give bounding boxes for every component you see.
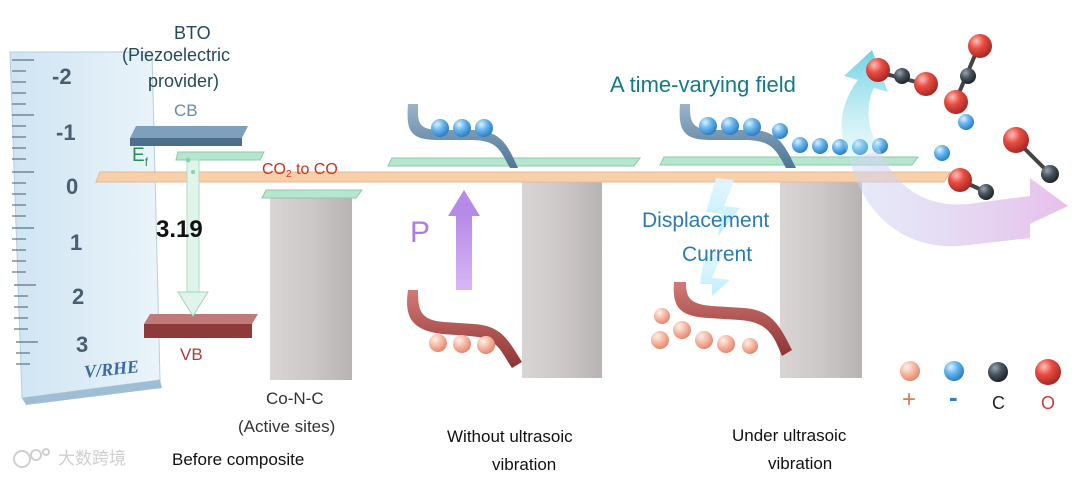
caption-before-composite: Before composite <box>172 450 305 469</box>
bto-title: BTO <box>174 23 211 43</box>
active-sites-label: (Active sites) <box>238 417 336 436</box>
displacement-current-label: Displacement <box>642 209 770 232</box>
legend-carbon-label: C <box>992 393 1005 413</box>
potential-scale-ruler <box>9 51 162 405</box>
legend-oxygen-label: O <box>1041 393 1056 413</box>
caption-without-vibration-line2: vibration <box>492 455 557 474</box>
reaction-co2: CO <box>262 161 286 178</box>
polarization-label: P <box>410 216 431 249</box>
without-vibration-holes <box>429 334 495 354</box>
watermark-logo-icon <box>13 448 50 468</box>
reaction-label: CO2 to CO <box>262 162 338 180</box>
scale-tick-label: 3 <box>76 332 89 357</box>
caption-under-vibration: Under ultrasoic <box>732 426 847 445</box>
bto-conduction-band <box>130 126 248 146</box>
legend-icons <box>900 359 1061 385</box>
scale-tick-label: 0 <box>66 174 79 199</box>
time-varying-field-label: A time-varying field <box>610 72 796 97</box>
vb-label: VB <box>180 345 203 364</box>
cb-label: CB <box>174 101 198 120</box>
under-vibration-holes <box>651 308 758 354</box>
reaction-co2-sub: 2 <box>286 169 292 180</box>
legend-electron-icon <box>944 361 964 381</box>
caption-under-vibration-line2: vibration <box>768 454 833 473</box>
reaction-band <box>95 171 951 183</box>
legend-carbon-icon <box>988 362 1008 382</box>
bto-valence-band <box>144 314 258 338</box>
scale-tick-label: -1 <box>56 120 76 145</box>
legend-plus-label: + <box>902 386 917 413</box>
under-vibration-assembly <box>673 104 796 356</box>
displacement-current-label-line2: Current <box>682 243 753 266</box>
without-vibration-electrons <box>431 119 493 137</box>
reaction-co: to CO <box>291 161 338 178</box>
co-n-c-pillars <box>270 180 862 380</box>
scale-tick-label: -2 <box>52 64 72 89</box>
band-gap-value: 3.19 <box>156 216 203 243</box>
scale-tick-label: 2 <box>72 284 85 309</box>
fermi-level-sub: f <box>144 155 149 169</box>
caption-without-vibration: Without ultrasoic <box>447 427 573 446</box>
legend-minus-label: - <box>949 382 958 412</box>
fermi-level-label: Ef <box>132 146 148 168</box>
polarization-arrow <box>448 190 480 290</box>
scale-tick-label: 1 <box>70 230 83 255</box>
bto-subtitle: (Piezoelectric <box>122 45 231 65</box>
co-n-c-label: Co-N-C <box>266 389 324 408</box>
legend-oxygen-icon <box>1035 359 1061 385</box>
displacement-current-bolt <box>700 178 740 296</box>
band-gap-arrow <box>177 157 209 317</box>
watermark-text: 大数跨境 <box>58 449 126 468</box>
co-molecules <box>948 127 1059 200</box>
co2-molecules <box>866 34 992 161</box>
bto-subtitle-end: provider) <box>148 71 220 91</box>
legend-hole-icon <box>900 361 920 381</box>
fermi-level-e: E <box>132 145 145 166</box>
